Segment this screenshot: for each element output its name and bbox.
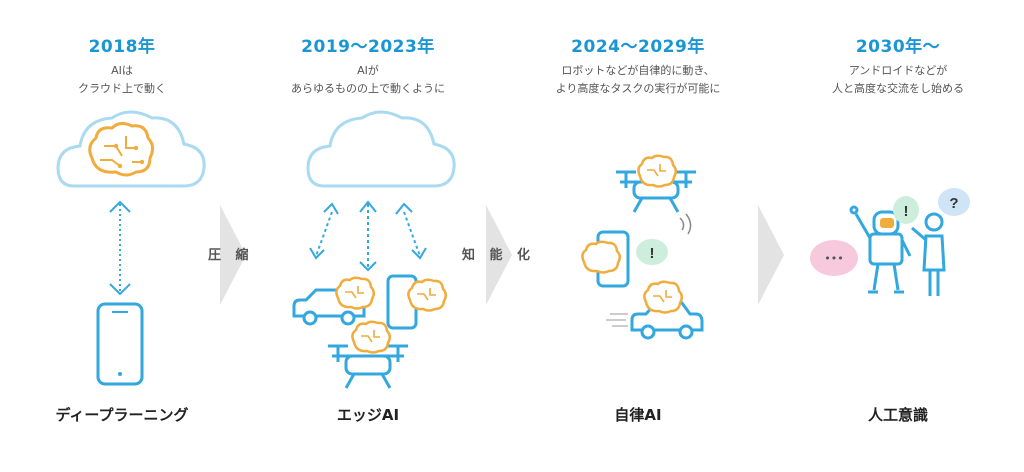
stage-year: 2019〜2023年: [301, 37, 435, 57]
brain-icon: [643, 280, 683, 314]
arrows-icon: [315, 204, 421, 268]
stage-description: AIが あらゆるものの上で動くように: [291, 64, 445, 95]
brain-icon: [335, 276, 375, 310]
stage-1: 2018年 AIは クラウド上で動く ディープラーニング: [12, 0, 232, 472]
ellipsis-text: •••: [824, 252, 843, 265]
transition-label: 知 能 化: [462, 248, 536, 263]
chevron-right-icon: [220, 205, 246, 305]
brain-icon: [407, 278, 447, 312]
chevron-right-icon: [758, 205, 784, 305]
stage-year: 2018年: [88, 37, 156, 57]
stage-description: アンドロイドなどが 人と高度な交流をし始める: [832, 64, 964, 95]
stage-year: 2024〜2029年: [571, 37, 705, 57]
arrowheads-icon: [309, 200, 427, 272]
brain-icon: [88, 121, 155, 177]
brain-icon: [351, 320, 391, 354]
brain-icon: [637, 154, 677, 188]
person-icon: [911, 212, 946, 296]
stage-label: 自律AI: [614, 406, 662, 424]
speed-lines-icon: [606, 313, 628, 327]
drone-icon: [328, 344, 408, 389]
speech-bubble-icon: •••: [810, 240, 858, 276]
stage-description: ロボットなどが自律的に動き、 より高度なタスクの実行が可能に: [555, 64, 721, 95]
robot-icon: [849, 205, 912, 294]
signal-icon: [679, 213, 692, 235]
stage-label: エッジAI: [336, 406, 400, 424]
cloud-icon: [306, 110, 456, 188]
exclamation-text: !: [650, 245, 655, 262]
question-text: ?: [949, 195, 958, 212]
cloud-phone-illustration: [56, 110, 206, 386]
exclamation-text: !: [904, 203, 909, 220]
chevron-right-icon: [486, 205, 512, 305]
speech-bubble-icon: ?: [938, 188, 970, 216]
stage-label: 人工意識: [867, 406, 928, 424]
speech-bubble-icon: !: [636, 239, 668, 265]
stage-2: 2019〜2023年 AIが あらゆるものの上で動くように: [258, 0, 478, 472]
stage-4: 2030年〜 アンドロイドなどが 人と高度な交流をし始める ••• !: [788, 0, 1008, 472]
car-icon: [630, 301, 704, 340]
smartphone-icon: [96, 302, 144, 386]
cloud-icon: [56, 110, 206, 188]
stage-description: AIは クラウド上で動く: [78, 64, 166, 95]
edge-ai-illustration: [292, 110, 456, 389]
artificial-consciousness-illustration: ••• ! ?: [810, 188, 970, 296]
stage-3: 2024〜2029年 ロボットなどが自律的に動き、 より高度なタスクの実行が可能…: [528, 0, 748, 472]
transition-label: 圧 縮: [208, 248, 254, 263]
autonomous-ai-illustration: !: [581, 154, 704, 340]
sync-arrow-icon: [109, 200, 131, 296]
brain-icon: [581, 240, 621, 274]
stage-label: ディープラーニング: [55, 406, 189, 424]
speech-bubble-icon: !: [893, 196, 919, 224]
robot-visor-icon: [880, 218, 894, 228]
stage-year: 2030年〜: [855, 37, 941, 57]
